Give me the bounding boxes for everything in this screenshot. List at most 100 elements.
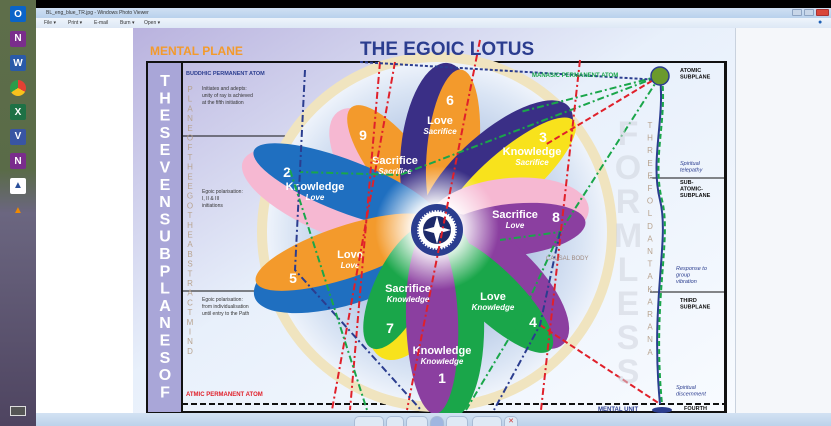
- plane-letter: A: [187, 240, 193, 249]
- close-button[interactable]: [816, 9, 829, 16]
- note-text: until entry to the Path: [202, 311, 249, 317]
- subplane-label: THIRD: [680, 298, 697, 304]
- left-column-letter: P: [160, 263, 171, 280]
- app-triangle-icon: ▲: [10, 177, 26, 194]
- formless-letter: L: [618, 251, 639, 289]
- menu-print[interactable]: Print ▾: [68, 20, 83, 26]
- subplane-label: SUBPLANE: [680, 75, 711, 81]
- chrome-icon: [10, 79, 26, 96]
- petal-sublabel: Love: [306, 193, 325, 202]
- petal-label: Sacrifice: [372, 155, 418, 167]
- left-column-letter: S: [160, 350, 171, 367]
- keyboard-icon[interactable]: [2, 400, 34, 422]
- plane-letter: E: [187, 231, 192, 240]
- petal-number: 3: [539, 129, 547, 145]
- plane-letter: P: [187, 85, 192, 94]
- maximize-button[interactable]: [804, 9, 814, 16]
- antakarana-letter: F: [648, 184, 653, 193]
- taskbar-onenote[interactable]: N: [2, 28, 34, 50]
- visio-icon: V: [10, 128, 26, 145]
- left-column-letter: S: [160, 211, 171, 228]
- subplane-label: FOURTH: [684, 406, 707, 412]
- outlook-icon: O: [10, 6, 26, 22]
- causal-body-label: CAUSAL BODY: [546, 256, 588, 262]
- antakarana-letter: A: [647, 297, 653, 306]
- petal-label: Love: [480, 291, 506, 303]
- petal-label: Knowledge: [503, 146, 562, 158]
- menu-open[interactable]: Open ▾: [144, 20, 161, 26]
- subplane-note: Spiritual: [680, 161, 701, 167]
- note-text: I, II & III: [202, 196, 219, 202]
- delete-button[interactable]: ✕: [504, 416, 518, 426]
- taskbar-app-triangle[interactable]: ▲: [2, 175, 34, 197]
- subplane-note: Response to: [676, 266, 707, 272]
- plane-letter: E: [187, 172, 192, 181]
- left-column-letter: U: [159, 229, 171, 246]
- word-icon: W: [10, 55, 26, 71]
- plane-letter: G: [187, 192, 193, 201]
- note-text: unity of ray is achieved: [202, 93, 253, 99]
- petal-sublabel: Knowledge: [387, 295, 430, 304]
- taskbar-visio[interactable]: V: [2, 126, 34, 148]
- rotate-buttons[interactable]: [472, 416, 502, 426]
- antakarana-letter: N: [647, 247, 653, 256]
- left-column-letter: V: [160, 160, 171, 177]
- taskbar-outlook[interactable]: O: [2, 3, 34, 25]
- petal-sublabel: Love: [506, 221, 525, 230]
- menu-email[interactable]: E-mail: [94, 20, 109, 26]
- previous-button[interactable]: [406, 416, 428, 426]
- taskbar-excel[interactable]: X: [2, 101, 34, 123]
- note-text: from individualisation: [202, 304, 249, 310]
- left-column-letter: H: [159, 90, 171, 107]
- plane-letter: H: [187, 163, 193, 172]
- note-text: initiations: [202, 203, 223, 209]
- antakarana-letter: R: [647, 310, 653, 319]
- petal-number: 9: [359, 127, 367, 143]
- slideshow-button[interactable]: [430, 416, 444, 426]
- petal-label: Sacrifice: [492, 209, 538, 221]
- subplane-note: Spiritual: [676, 385, 697, 391]
- onenote-icon: N: [10, 30, 26, 47]
- plane-letter: T: [188, 269, 193, 278]
- petal-sublabel: Sacrifice: [378, 167, 412, 176]
- taskbar-onenote-clipper[interactable]: N: [2, 150, 34, 172]
- next-button[interactable]: [446, 416, 468, 426]
- plane-letter: O: [187, 134, 193, 143]
- formless-letter: F: [618, 115, 639, 153]
- antakarana-letter: A: [647, 272, 653, 281]
- antakarana-letter: E: [647, 159, 652, 168]
- left-column-letter: E: [160, 108, 171, 125]
- plane-letter: T: [188, 153, 193, 162]
- taskbar-word[interactable]: W: [2, 52, 34, 74]
- subplane-note: telepathy: [680, 168, 704, 174]
- left-column-letter: A: [159, 298, 171, 315]
- petal-sublabel: Knowledge: [421, 357, 464, 366]
- petal-label: Knowledge: [413, 345, 472, 357]
- petal-label: Knowledge: [286, 181, 345, 193]
- plane-letter: T: [188, 211, 193, 220]
- antakarana-letter: T: [648, 121, 653, 130]
- left-column-letter: S: [160, 125, 171, 142]
- antakarana-letter: L: [648, 209, 653, 218]
- petal-sublabel: Sacrifice: [515, 158, 549, 167]
- formless-letter: M: [614, 217, 642, 255]
- atmic-label: ATMIC PERMANENT ATOM: [186, 392, 263, 398]
- viewer-background: [735, 28, 831, 413]
- antakarana-letter: A: [647, 348, 653, 357]
- zoom-button[interactable]: [354, 416, 384, 426]
- formless-letter: O: [615, 149, 641, 187]
- taskbar-chrome[interactable]: [2, 77, 34, 99]
- actual-size-button[interactable]: [386, 416, 404, 426]
- minimize-button[interactable]: [792, 9, 802, 16]
- plane-letter: M: [187, 318, 194, 327]
- manasic-label: MANASIC PERMANENT ATOM: [532, 73, 618, 79]
- petal-number: 5: [289, 270, 297, 286]
- vlc-icon: ▲: [13, 204, 23, 216]
- plane-letter: S: [187, 260, 192, 269]
- petal-label: Love: [427, 115, 453, 127]
- antakarana-letter: A: [647, 234, 653, 243]
- help-icon[interactable]: ●: [818, 19, 823, 26]
- menu-file[interactable]: File ▾: [44, 20, 56, 26]
- taskbar-vlc[interactable]: ▲: [2, 199, 34, 221]
- menu-burn[interactable]: Burn ▾: [120, 20, 135, 26]
